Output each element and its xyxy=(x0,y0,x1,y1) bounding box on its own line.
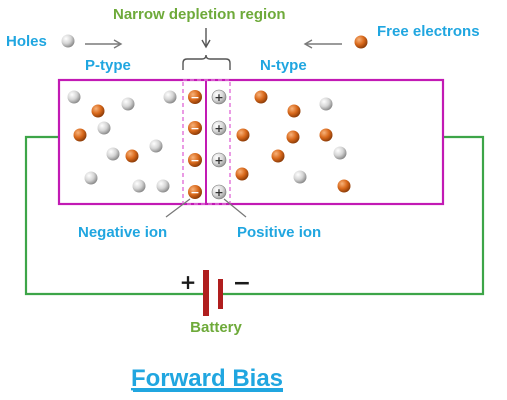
circuit-wire-left xyxy=(24,135,206,296)
electron-dot-icon xyxy=(319,128,333,142)
negative-ion-icon xyxy=(188,90,202,104)
narrow-depletion-region-label: Narrow depletion region xyxy=(113,6,286,23)
forward-bias-caption: Forward Bias xyxy=(131,365,283,392)
hole-dot-icon xyxy=(319,97,333,111)
positive-ion-icon xyxy=(211,184,227,200)
n-side-holes xyxy=(293,97,347,184)
negative-ion-sign: − xyxy=(190,122,199,135)
negative-ion-label: Negative ion xyxy=(78,224,167,241)
positive-ion-label: Positive ion xyxy=(237,224,321,241)
electron-dot-icon xyxy=(73,128,87,142)
arrow-right-icon xyxy=(85,39,123,49)
electron-dot-icon xyxy=(235,167,249,181)
battery-label: Battery xyxy=(190,319,242,336)
positive-ion-icon xyxy=(211,152,227,168)
electron-dot-icon xyxy=(271,149,285,163)
arrow-left-icon xyxy=(303,39,342,49)
hole-dot-icon xyxy=(333,146,347,160)
circuit-wire-right xyxy=(222,135,485,296)
battery-plus-sign: + xyxy=(180,270,197,294)
hole-dot-icon xyxy=(84,171,98,185)
pn-crystal-block xyxy=(57,78,445,206)
hole-dot-icon xyxy=(132,179,146,193)
positive-ions: + + + + xyxy=(211,89,227,200)
electron-dot-icon xyxy=(286,130,300,144)
n-side-electrons xyxy=(235,90,351,193)
holes-label: Holes xyxy=(6,33,47,50)
battery-minus-sign: − xyxy=(233,271,251,296)
negative-ion-icon xyxy=(188,185,202,199)
electron-dot-icon xyxy=(337,179,351,193)
electron-dot-icon xyxy=(125,149,139,163)
positive-ion-icon xyxy=(211,120,227,136)
hole-dot-icon xyxy=(97,121,111,135)
hole-dot-icon xyxy=(293,170,307,184)
p-side-holes xyxy=(67,90,177,193)
p-type-label: P-type xyxy=(85,57,131,74)
negative-ions: − − − − xyxy=(188,90,202,199)
hole-dot-icon xyxy=(106,147,120,161)
hole-dot-icon xyxy=(156,179,170,193)
electron-dot-icon xyxy=(254,90,268,104)
positive-ion-icon xyxy=(211,89,227,105)
arrow-down-icon xyxy=(201,28,211,49)
hole-dot-icon xyxy=(163,90,177,104)
battery-negative-plate xyxy=(218,279,223,309)
hole-dot-icon xyxy=(67,90,81,104)
battery-icon xyxy=(203,270,223,316)
negative-ion-icon xyxy=(188,153,202,167)
p-side-electrons xyxy=(73,104,139,163)
positive-ion-sign: + xyxy=(214,154,223,167)
negative-ion-sign: − xyxy=(190,186,199,199)
hole-legend-dot-icon xyxy=(61,34,75,48)
free-electrons-label: Free electrons xyxy=(377,23,480,40)
positive-ion-sign: + xyxy=(214,186,223,199)
positive-ion-sign: + xyxy=(214,91,223,104)
electron-dot-icon xyxy=(236,128,250,142)
depletion-bracket xyxy=(182,54,231,70)
negative-ion-sign: − xyxy=(190,91,199,104)
electron-legend-dot-icon xyxy=(354,35,368,49)
electron-dot-icon xyxy=(287,104,301,118)
positive-ion-pointer xyxy=(223,198,247,218)
positive-ion-sign: + xyxy=(214,122,223,135)
battery-positive-plate xyxy=(203,270,209,316)
hole-dot-icon xyxy=(149,139,163,153)
n-type-label: N-type xyxy=(260,57,307,74)
depletion-region-border xyxy=(182,79,231,205)
negative-ion-pointer xyxy=(165,198,191,218)
electron-dot-icon xyxy=(91,104,105,118)
hole-dot-icon xyxy=(121,97,135,111)
negative-ion-icon xyxy=(188,121,202,135)
negative-ion-sign: − xyxy=(190,154,199,167)
